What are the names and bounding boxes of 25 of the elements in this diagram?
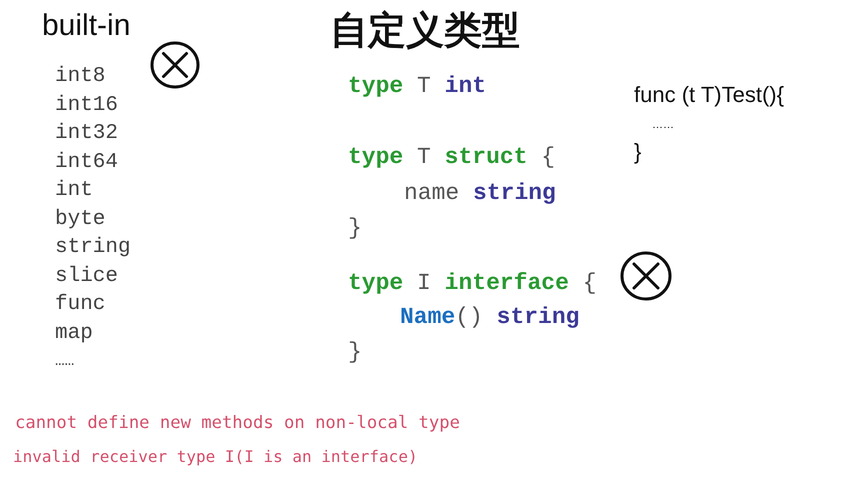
column-heading: built-in xyxy=(42,8,130,44)
error-message: cannot define new methods on non-local type xyxy=(15,412,460,434)
ellipsis: …… xyxy=(652,119,674,133)
type-name: int16 xyxy=(55,92,118,118)
code-line: Name() string xyxy=(400,304,580,332)
code-line: } xyxy=(348,339,362,367)
type-name: int64 xyxy=(55,150,118,176)
type-name: int32 xyxy=(55,121,118,147)
type-name: string xyxy=(55,235,131,261)
ellipsis: …… xyxy=(55,352,74,372)
code-line: type I interface { xyxy=(348,270,596,298)
code-line: } xyxy=(634,138,642,166)
code-line: } xyxy=(348,215,362,243)
code-line: func (t T)Test(){ xyxy=(634,82,784,108)
code-line: name string xyxy=(404,180,556,208)
title: 自定义类型 xyxy=(330,7,520,53)
type-name: int8 xyxy=(55,64,106,90)
type-name: byte xyxy=(55,206,106,232)
type-name: map xyxy=(55,320,93,346)
type-name: slice xyxy=(55,264,118,290)
code-line: type T int xyxy=(348,73,486,101)
type-name: int xyxy=(55,178,93,204)
code-line: type T struct { xyxy=(348,144,556,172)
type-name: func xyxy=(55,292,106,318)
error-message: invalid receiver type I(I is an interface) xyxy=(13,447,418,467)
